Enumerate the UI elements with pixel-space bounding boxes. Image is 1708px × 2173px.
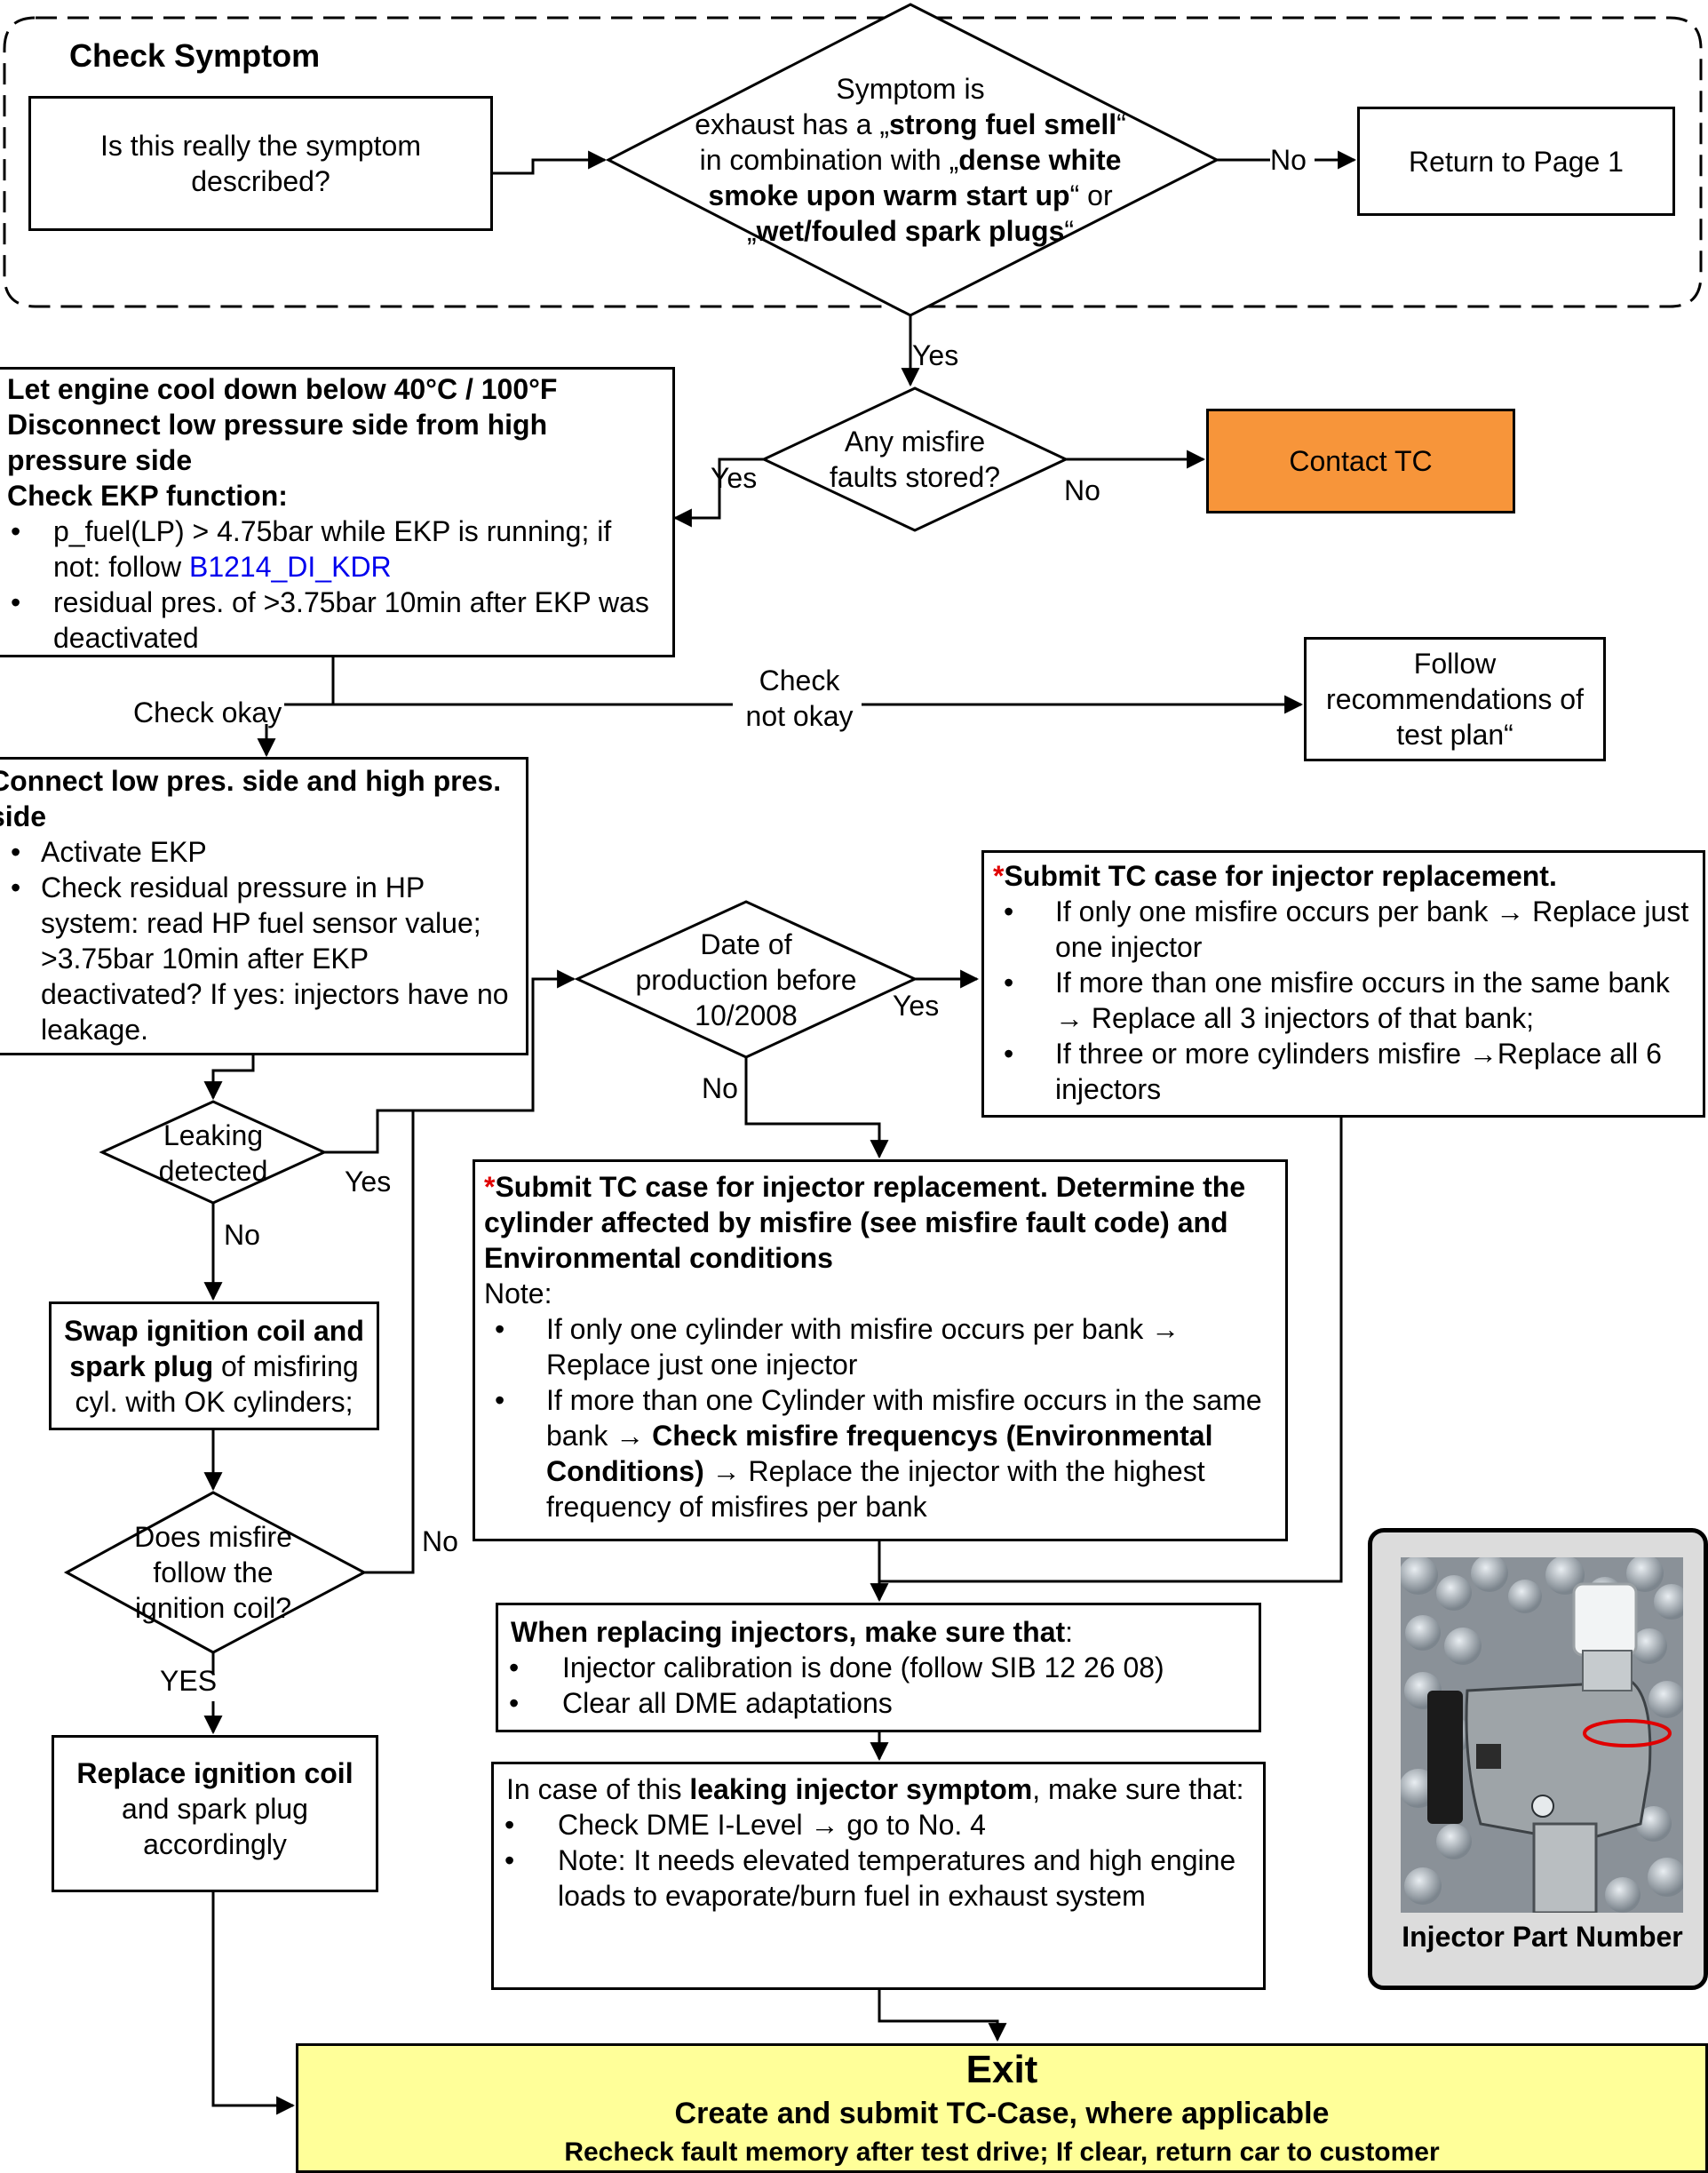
replace-coil-box: Replace ignition coil and spark plug acc… [52, 1735, 378, 1892]
exit-box[interactable]: Exit Create and submit TC-Case, where ap… [296, 2043, 1708, 2173]
is-symptom-text: Is this really the symptom described? [100, 130, 421, 197]
is-symptom-box: Is this really the symptom described? [28, 96, 493, 231]
list-item: residual pres. of >3.75bar 10min after E… [0, 585, 665, 656]
decision-symptom-text: Symptom is exhaust has a „strong fuel sm… [695, 73, 1126, 247]
cool-down-heading2: Disconnect low pressure side from high p… [7, 409, 548, 476]
swap-coil-text: Swap ignition coil and spark plug of mis… [64, 1314, 364, 1418]
list-item: Clear all DME adaptations [498, 1685, 1246, 1721]
list-item: Injector calibration is done (follow SIB… [498, 1650, 1246, 1685]
check-symptom-group-border [3, 16, 1703, 308]
label-yes-down: Yes [912, 339, 959, 371]
leaking-case-box: In case of this leaking injector symptom… [491, 1762, 1266, 1990]
connect-list: Activate EKP Check residual pressure in … [0, 834, 526, 1047]
exit-line2: Recheck fault memory after test drive; I… [564, 2137, 1440, 2168]
submit-tc-top-heading: *Submit TC case for injector replacement… [993, 860, 1557, 892]
list-item: Activate EKP [0, 834, 526, 870]
injector-photo-caption: Injector Part Number [1402, 1921, 1683, 1953]
link-b1214[interactable]: B1214_DI_KDR [188, 551, 392, 583]
decision-date-prod-text: Date of production before 10/2008 [635, 927, 857, 1031]
label-no-follow: No [422, 1525, 458, 1557]
submit-tc-top-box: *Submit TC case for injector replacement… [981, 850, 1705, 1118]
connect-box: Connect low pres. side and high pres. si… [0, 757, 528, 1055]
label-yes-date: Yes [893, 990, 940, 1022]
contact-tc-box[interactable]: Contact TC [1206, 409, 1515, 513]
contact-tc-text: Contact TC [1289, 445, 1433, 477]
decision-leaking-text: Leaking detected [158, 1118, 268, 1187]
label-yes-leak: Yes [345, 1166, 392, 1198]
replace-coil-text: Replace ignition coil and spark plug acc… [76, 1757, 354, 1860]
label-yes-left: Yes [711, 462, 758, 494]
decision-misfire-stored-text: Any misfire faults stored? [829, 426, 1001, 493]
exit-title: Exit [965, 2048, 1038, 2091]
label-check-okay: Check okay [133, 696, 282, 728]
submit-tc-mid-list: If only one cylinder with misfire occurs… [484, 1311, 1276, 1524]
label-no-date: No [702, 1072, 738, 1104]
when-replacing-heading: When replacing injectors, make sure that… [511, 1616, 1074, 1648]
cool-down-heading3: Check EKP function: [7, 480, 288, 512]
connect-heading: Connect low pres. side and high pres. si… [0, 765, 502, 832]
label-yes-follow: YES [160, 1665, 218, 1697]
list-item: If only one cylinder with misfire occurs… [484, 1311, 1276, 1382]
label-no-return: No [1270, 144, 1307, 176]
injector-photo-panel: Injector Part Number [1368, 1528, 1708, 1990]
leaking-case-heading: In case of this leaking injector symptom… [506, 1773, 1244, 1805]
injector-photo-icon [1401, 1557, 1683, 1913]
submit-tc-mid-box: *Submit TC case for injector replacement… [473, 1159, 1288, 1541]
cool-down-heading1: Let engine cool down below 40°C / 100°F [7, 373, 558, 405]
list-item: If three or more cylinders misfire →Repl… [993, 1036, 1694, 1107]
check-symptom-title: Check Symptom [69, 37, 321, 74]
decision-misfire-follow-text: Does misfire follow the ignition coil? [134, 1521, 292, 1624]
list-item: Check DME I-Level → go to No. 4 [494, 1807, 1251, 1843]
list-item: Check residual pressure in HP system: re… [0, 870, 526, 1047]
return-page1-text: Return to Page 1 [1409, 145, 1624, 178]
list-item: Note: It needs elevated temperatures and… [494, 1843, 1251, 1914]
label-no-contact: No [1064, 474, 1100, 506]
list-item: If more than one Cylinder with misfire o… [484, 1382, 1276, 1524]
label-check-not-okay: Check not okay [745, 665, 854, 732]
exit-line1: Create and submit TC-Case, where applica… [674, 2096, 1330, 2130]
list-item: If more than one misfire occurs in the s… [993, 965, 1694, 1036]
submit-tc-top-list: If only one misfire occurs per bank → Re… [993, 894, 1694, 1107]
follow-recs-text: Follow recommendations of test plan“ [1326, 648, 1584, 751]
swap-coil-box: Swap ignition coil and spark plug of mis… [49, 1301, 379, 1430]
label-no-leak: No [224, 1219, 260, 1251]
cool-down-box: Let engine cool down below 40°C / 100°F … [0, 367, 675, 657]
submit-tc-mid-heading: *Submit TC case for injector replacement… [484, 1171, 1246, 1274]
return-page1-box[interactable]: Return to Page 1 [1357, 107, 1675, 216]
when-replacing-list: Injector calibration is done (follow SIB… [498, 1650, 1246, 1721]
follow-recs-box[interactable]: Follow recommendations of test plan“ [1304, 637, 1606, 761]
list-item: p_fuel(LP) > 4.75bar while EKP is runnin… [0, 513, 665, 585]
cool-down-list: p_fuel(LP) > 4.75bar while EKP is runnin… [0, 513, 665, 656]
decision-misfire-stored-diamond [760, 386, 1069, 532]
leaking-case-list: Check DME I-Level → go to No. 4 Note: It… [494, 1807, 1251, 1914]
submit-tc-mid-note: Note: [484, 1278, 552, 1309]
when-replacing-box: When replacing injectors, make sure that… [496, 1603, 1261, 1732]
list-item: If only one misfire occurs per bank → Re… [993, 894, 1694, 965]
